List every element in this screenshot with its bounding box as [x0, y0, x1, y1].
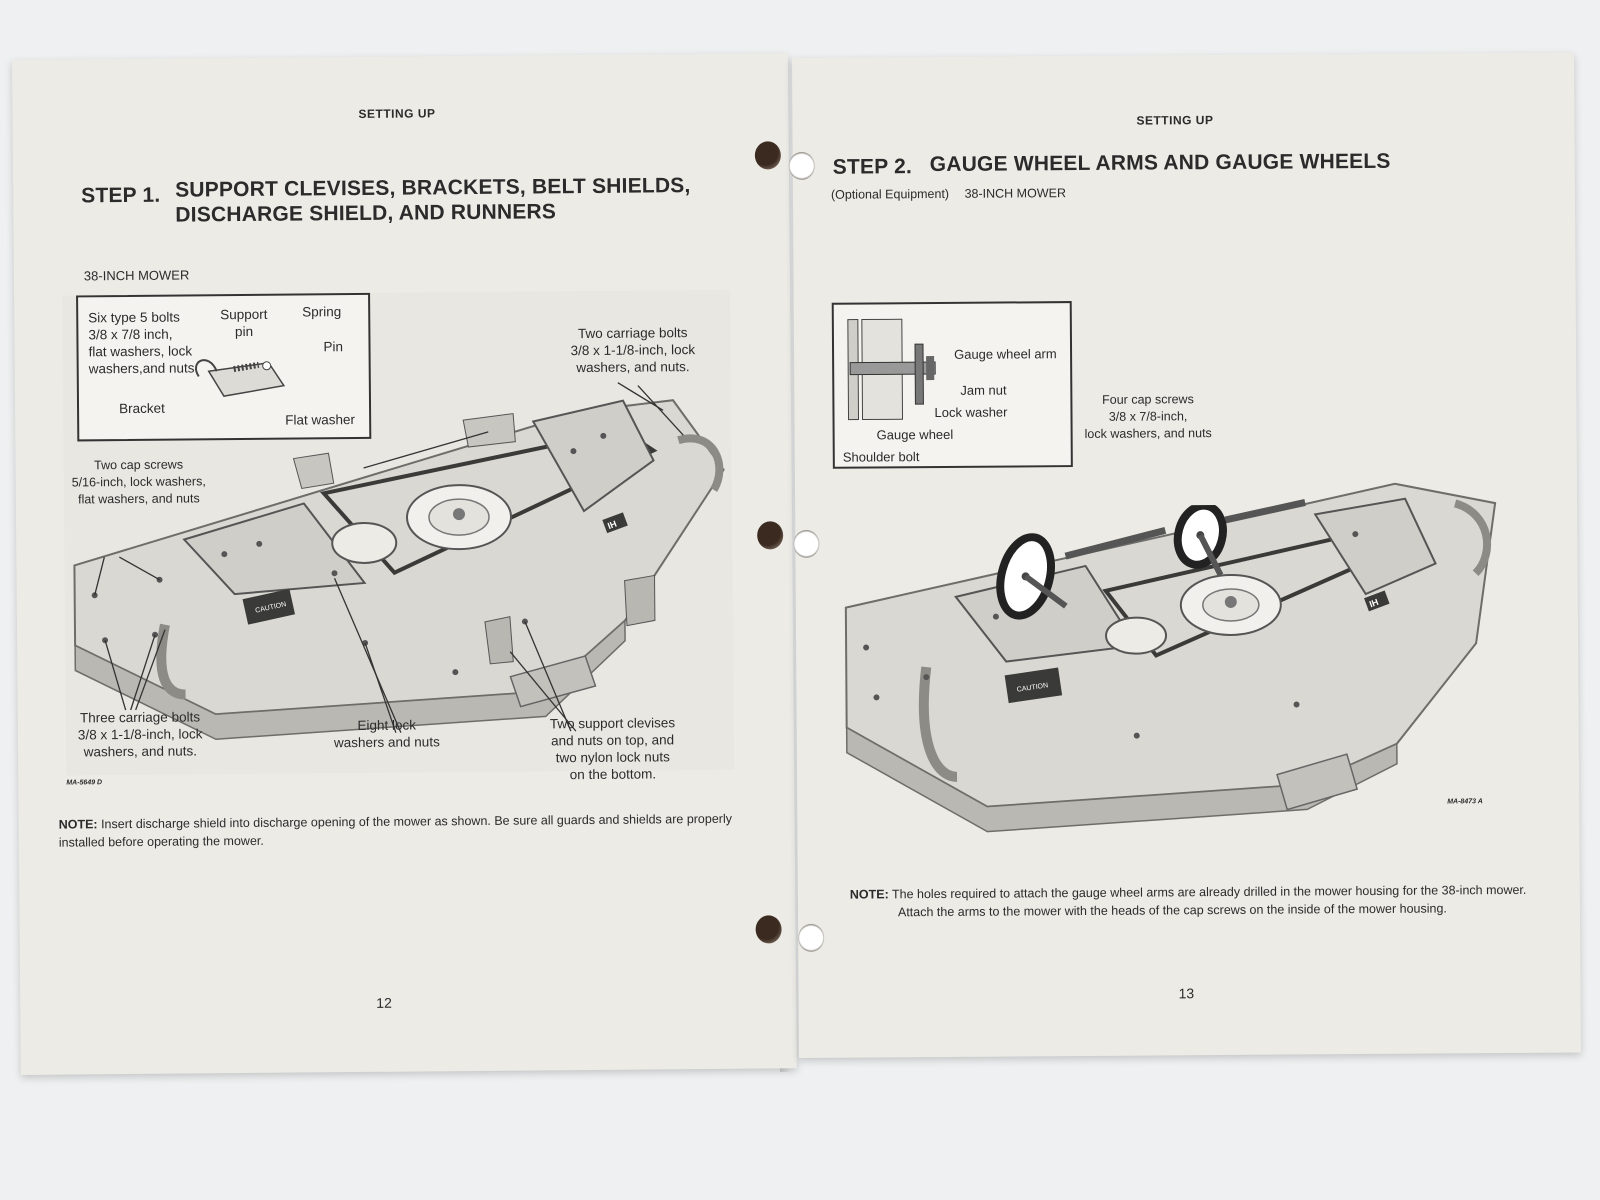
label-pin: Pin [323, 339, 344, 355]
ih-logo: IH [1368, 597, 1380, 610]
label-shoulder-bolt: Shoulder bolt [842, 449, 920, 465]
left-page: SETTING UP STEP 1. SUPPORT CLEVISES, BRA… [12, 53, 797, 1075]
page-number: 12 [376, 994, 392, 1011]
ih-logo: IH [606, 519, 618, 532]
note: NOTE: Insert discharge shield into disch… [59, 810, 739, 852]
label-gauge-wheel-arm: Gauge wheel arm [954, 346, 1057, 362]
figure-code: MA-8473 A [1447, 798, 1483, 806]
note-text: The holes required to attach the gauge w… [891, 882, 1527, 920]
step-number: STEP 1. [81, 183, 161, 208]
binder-hole [798, 923, 825, 952]
inset-detail-box: Gauge wheel arm Jam nut Lock washer Gaug… [831, 301, 1073, 469]
note-label: NOTE: [58, 817, 98, 832]
note-text: Insert discharge shield into discharge o… [58, 811, 733, 850]
note: NOTE: The holes required to attach the g… [850, 881, 1562, 922]
label-support-pin: Support pin [220, 306, 268, 340]
binder-hole [754, 141, 781, 170]
right-page: SETTING UP STEP 2. GAUGE WHEEL ARMS AND … [788, 52, 1581, 1058]
callout-eight-lock-washers: Eight lock washers and nuts [333, 717, 440, 751]
optional-equipment: (Optional Equipment) [830, 186, 950, 202]
label-spring: Spring [302, 304, 342, 320]
page-number: 13 [1178, 985, 1195, 1002]
label-gauge-wheel: Gauge wheel [876, 426, 954, 443]
step-title: GAUGE WHEEL ARMS AND GAUGE WHEELS [929, 149, 1391, 177]
label-lock-washer: Lock washer [934, 404, 1008, 421]
label-six-bolts: Six type 5 bolts 3/8 x 7/8 inch, flat wa… [88, 309, 195, 377]
mower-size: 38-INCH MOWER [964, 186, 1067, 201]
label-flat-washer: Flat washer [285, 412, 355, 428]
label-jam-nut: Jam nut [960, 382, 1007, 398]
gauge-wheels [996, 504, 1227, 620]
binder-hole [755, 915, 782, 944]
step-title-line1: SUPPORT CLEVISES, BRACKETS, BELT SHIELDS… [175, 174, 691, 202]
step-number: STEP 2. [832, 155, 913, 179]
inset-detail-box: Six type 5 bolts 3/8 x 7/8 inch, flat wa… [76, 292, 372, 442]
figure-code: MA-5649 D [66, 779, 103, 787]
callout-four-cap-screws: Four cap screws 3/8 x 7/8-inch, lock was… [1084, 392, 1212, 441]
callout-support-clevises: Two support clevises and nuts on top, an… [549, 715, 676, 783]
running-header: SETTING UP [358, 106, 436, 121]
callout-two-cap-screws: Two cap screws 5/16-inch, lock washers, … [71, 457, 206, 507]
subheading: (Optional Equipment) 38-INCH MOWER [831, 186, 1066, 202]
note-label: NOTE: [849, 887, 889, 902]
callout-three-carriage-bolts: Three carriage bolts 3/8 x 1-1/8-inch, l… [77, 709, 203, 760]
gauge-wheel-section-drawing [847, 318, 936, 421]
binder-hole [757, 521, 784, 550]
step-title-line2: DISCHARGE SHIELD, AND RUNNERS [175, 200, 557, 227]
callout-two-carriage-bolts: Two carriage bolts 3/8 x 1-1/8-inch, loc… [570, 325, 696, 376]
label-bracket: Bracket [118, 400, 165, 417]
bracket-drawing [195, 359, 286, 397]
subheading: 38-INCH MOWER [83, 267, 190, 284]
binder-hole [788, 151, 815, 181]
mower-illustration: CAUTION IH [844, 482, 1497, 833]
decal-caution: CAUTION [1016, 682, 1048, 694]
running-header: SETTING UP [1136, 113, 1214, 128]
binder-hole [793, 529, 820, 559]
